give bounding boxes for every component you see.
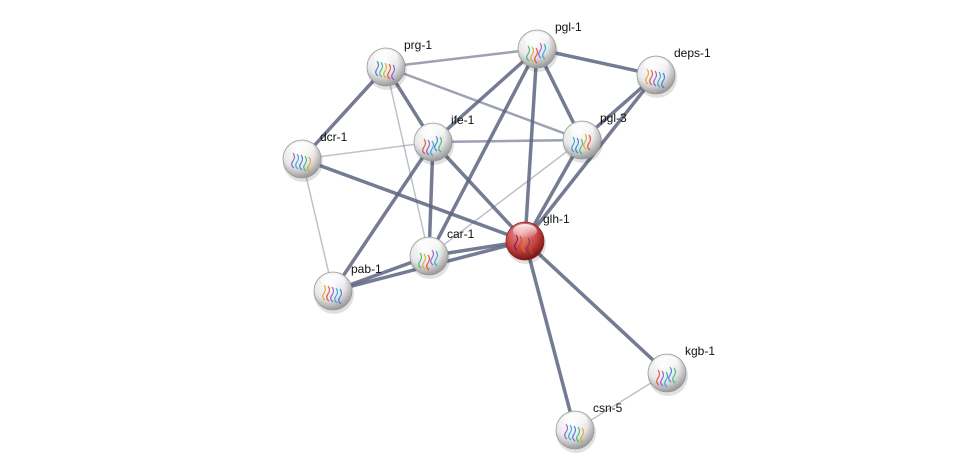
node-csn-5[interactable]: csn-5 (555, 401, 623, 453)
edge-ife-1-pgl-3[interactable] (432, 138, 583, 144)
node-pgl-1[interactable]: pgl-1 (517, 20, 582, 72)
edge-dcr-1-pab-1[interactable] (301, 158, 334, 292)
edge-pgl-1-glh-1[interactable] (523, 48, 539, 242)
edge-deps-1-glh-1[interactable] (523, 73, 658, 243)
node-label: car-1 (447, 227, 475, 241)
node-label: pab-1 (351, 262, 382, 276)
node-prg-1[interactable]: prg-1 (366, 38, 432, 90)
node-car-1[interactable]: car-1 (409, 227, 475, 279)
protein-structure-icon (418, 249, 439, 271)
node-label: csn-5 (593, 401, 623, 415)
edge-dcr-1-glh-1[interactable] (301, 157, 526, 243)
protein-structure-icon (514, 234, 535, 255)
edge-ife-1-dcr-1[interactable] (301, 141, 434, 160)
node-dcr-1[interactable]: dcr-1 (282, 130, 348, 182)
node-label: glh-1 (543, 212, 570, 226)
edge-ife-1-pab-1[interactable] (331, 141, 435, 292)
edge-prg-1-dcr-1[interactable] (300, 65, 388, 161)
protein-structure-icon (291, 152, 312, 173)
protein-structure-icon (322, 284, 343, 305)
protein-structure-icon (564, 423, 585, 444)
node-kgb-1[interactable]: kgb-1 (647, 344, 715, 396)
node-layer: prg-1 pgl-1 deps-1 ife-1 dcr-1 pgl-3 glh-1 car-… (282, 20, 715, 453)
edge-pgl-1-car-1[interactable] (427, 48, 539, 257)
protein-structure-icon (645, 68, 666, 89)
node-label: prg-1 (404, 38, 432, 52)
node-pab-1[interactable]: pab-1 (313, 262, 382, 314)
node-label: pgl-3 (600, 111, 627, 125)
node-label: pgl-1 (555, 20, 582, 34)
edge-prg-1-pgl-3[interactable] (385, 65, 583, 142)
edge-prg-1-pgl-1[interactable] (385, 47, 538, 69)
edge-glh-1-csn-5[interactable] (523, 240, 577, 431)
node-label: ife-1 (451, 113, 475, 127)
edge-layer (300, 47, 669, 431)
edge-glh-1-kgb-1[interactable] (523, 239, 669, 375)
node-label: kgb-1 (685, 344, 715, 358)
edge-pgl-1-ife-1[interactable] (431, 47, 539, 144)
node-label: deps-1 (674, 46, 711, 60)
edge-ife-1-glh-1[interactable] (431, 140, 527, 243)
node-deps-1[interactable]: deps-1 (636, 46, 711, 98)
node-pgl-3[interactable]: pgl-3 (562, 111, 627, 163)
protein-structure-icon (375, 60, 396, 81)
edge-pgl-1-deps-1[interactable] (536, 47, 657, 77)
edge-pgl-3-car-1[interactable] (428, 139, 583, 257)
node-label: dcr-1 (320, 130, 348, 144)
node-glh-1[interactable]: glh-1 (505, 212, 570, 264)
edge-prg-1-car-1[interactable] (385, 66, 430, 257)
node-ife-1[interactable]: ife-1 (413, 113, 475, 165)
